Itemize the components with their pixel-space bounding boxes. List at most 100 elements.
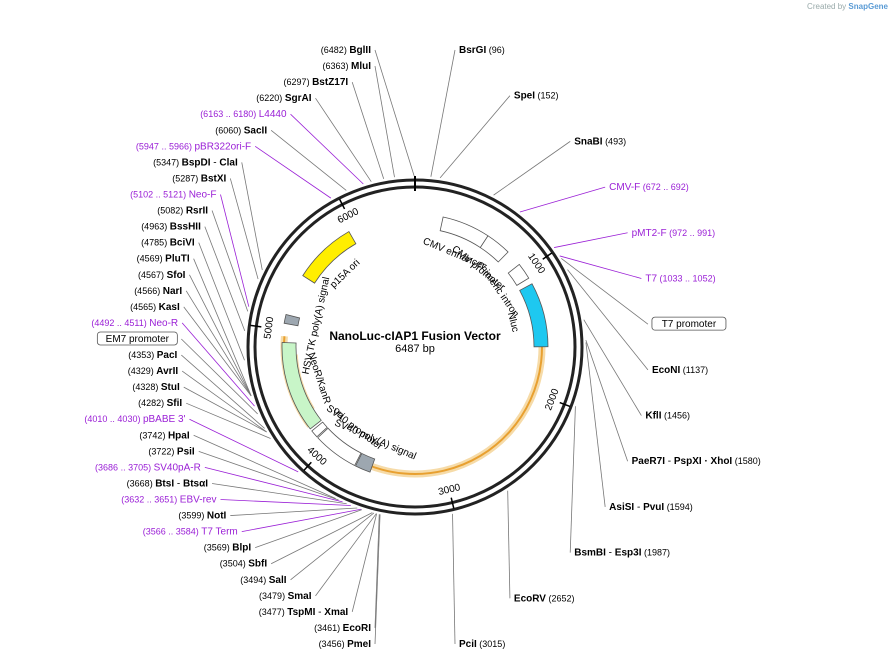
site-ebv-rev[interactable]: (3632 .. 3651) EBV-rev (121, 495, 216, 506)
site-bstxi[interactable]: (5287) BstXI (172, 173, 226, 184)
site-psii[interactable]: (3722) PsiI (148, 446, 195, 457)
site-text: (3504) SbfI (220, 559, 268, 570)
site-leader (374, 514, 380, 628)
site-cmv-f[interactable]: CMV-F (672 .. 692) (609, 182, 689, 193)
site-t7-term[interactable]: (3566 .. 3584) T7 Term (143, 527, 238, 538)
site-sgrai[interactable]: (6220) SgrAI (256, 93, 311, 104)
site-pbr322ori-f[interactable]: (5947 .. 5966) pBR322ori-F (136, 141, 251, 152)
site-leader (255, 509, 363, 549)
site-kasi[interactable]: (4565) KasI (130, 302, 180, 313)
credit-prefix: Created by (807, 2, 847, 11)
site-leader (351, 513, 378, 612)
site-mlui[interactable]: (6363) MluI (322, 61, 371, 72)
site-name: T7 Term (201, 527, 238, 538)
site-bcivi[interactable]: (4785) BciVI (141, 238, 195, 249)
site-stui[interactable]: (4328) StuI (132, 382, 180, 393)
site-text: (3686 .. 3705) SV40pA-R (95, 462, 201, 473)
site-name: NotI (207, 511, 227, 522)
site-paer7i[interactable]: PaeR7I - PspXI · XhoI (1580) (632, 456, 761, 467)
site-pcii[interactable]: PciI (3015) (459, 639, 505, 650)
site-noti[interactable]: (3599) NotI (178, 511, 226, 522)
site-sali[interactable]: (3494) SalI (240, 575, 287, 586)
site-text: (6220) SgrAI (256, 93, 311, 104)
site-nari[interactable]: (4566) NarI (134, 286, 182, 297)
site-neo-f[interactable]: (5102 .. 5121) Neo-F (130, 189, 216, 200)
site-rsrii[interactable]: (5082) RsrII (157, 206, 208, 217)
site-text: (3742) HpaI (139, 430, 189, 441)
site-text: (4492 .. 4511) Neo-R (91, 318, 178, 329)
site-name: BsmBI (574, 548, 606, 559)
site-paci[interactable]: (4353) PacI (128, 350, 177, 361)
site-sep: - (211, 157, 220, 168)
site-smai[interactable]: (3479) SmaI (259, 591, 312, 602)
site-name: BssHII (170, 222, 201, 233)
site-text: PaeR7I - PspXI · XhoI (1580) (632, 456, 761, 467)
site-pmt2-f[interactable]: pMT2-F (972 .. 991) (632, 228, 716, 239)
feature-chimeric-intron (507, 263, 530, 286)
site-name: PsiI (177, 446, 195, 457)
site-tspmi[interactable]: (3477) TspMI - XmaI (259, 607, 349, 618)
site-name: BstXI (201, 173, 227, 184)
site-ecori[interactable]: (3461) EcoRI (314, 623, 371, 634)
site-text: (3456) PmeI (319, 639, 372, 650)
site-position: (1137) (680, 365, 708, 375)
site-spei[interactable]: SpeI (152) (514, 91, 559, 102)
site-name: BstZ17I (312, 77, 348, 88)
feature-neor-kanr (281, 342, 322, 430)
site-bsrgi[interactable]: BsrGI (96) (459, 45, 505, 56)
site-t7-promoter[interactable]: T7 promoter (651, 316, 727, 331)
feature-label: Nluc (505, 311, 521, 333)
site-position: (3504) (220, 559, 249, 569)
site-pbabe-3-[interactable]: (4010 .. 4030) pBABE 3' (84, 414, 185, 425)
site-sv40pa-r[interactable]: (3686 .. 3705) SV40pA-R (95, 462, 201, 473)
site-sbfi[interactable]: (3504) SbfI (220, 559, 268, 570)
site-l4440[interactable]: (6163 .. 6180) L4440 (200, 109, 287, 120)
site-bsshii[interactable]: (4963) BssHII (141, 222, 201, 233)
site-bsmbi[interactable]: BsmBI - Esp3I (1987) (574, 548, 670, 559)
site-name: PluTI (165, 254, 190, 265)
site-text: (3566 .. 3584) T7 Term (143, 527, 238, 538)
site-leader (290, 113, 364, 185)
site-text: KflI (1456) (645, 411, 690, 422)
site-leader (241, 508, 362, 533)
site-position: (3569) (204, 543, 233, 553)
site-neo-r[interactable]: (4492 .. 4511) Neo-R (91, 318, 178, 329)
tick-mark (303, 461, 312, 471)
site-bglii[interactable]: (6482) BglII (321, 45, 371, 56)
site-name: SgrAI (285, 93, 312, 104)
site-position: (972 .. 991) (667, 228, 716, 238)
site-text: EcoRV (2652) (514, 593, 575, 604)
site-em7-promoter[interactable]: EM7 promoter (96, 331, 178, 346)
tick-label: 5000 (262, 316, 276, 340)
site-sfii[interactable]: (4282) SfiI (138, 398, 182, 409)
site-position: (6363) (322, 61, 351, 71)
site-avrii[interactable]: (4329) AvrII (128, 366, 179, 377)
site-name: PmeI (347, 639, 371, 650)
site-snabi[interactable]: SnaBI (493) (574, 136, 626, 147)
site-leader (186, 402, 271, 439)
site-name: TspMI (287, 607, 315, 618)
site-position: (4010 .. 4030) (84, 414, 143, 424)
site-hpai[interactable]: (3742) HpaI (139, 430, 189, 441)
site-text: (4328) StuI (132, 382, 180, 393)
site-bspdi[interactable]: (5347) BspDI - ClaI (153, 157, 238, 168)
site-pluti[interactable]: (4569) PluTI (137, 254, 190, 265)
site-position: (4492 .. 4511) (91, 318, 149, 328)
site-ecorv[interactable]: EcoRV (2652) (514, 593, 575, 604)
site-sacii[interactable]: (6060) SacII (215, 125, 267, 136)
site-position: (4566) (134, 286, 163, 296)
site-leader (559, 255, 642, 279)
site-name: StuI (161, 382, 180, 393)
site-pmei[interactable]: (3456) PmeI (319, 639, 372, 650)
site-econi[interactable]: EcoNI (1137) (652, 365, 708, 376)
site-name: SacII (244, 125, 268, 136)
site-blpi[interactable]: (3569) BlpI (204, 543, 252, 554)
site-bstz17i[interactable]: (6297) BstZ17I (284, 77, 349, 88)
site-text: (4329) AvrII (128, 366, 179, 377)
site-btsi[interactable]: (3668) BtsI - BtsαI (127, 478, 209, 489)
site-position: (6163 .. 6180) (200, 109, 259, 119)
site-kfli[interactable]: KflI (1456) (645, 411, 690, 422)
site-t7[interactable]: T7 (1033 .. 1052) (645, 273, 715, 284)
site-asisi[interactable]: AsiSI - PvuI (1594) (609, 502, 693, 513)
site-sfoi[interactable]: (4567) SfoI (138, 270, 186, 281)
